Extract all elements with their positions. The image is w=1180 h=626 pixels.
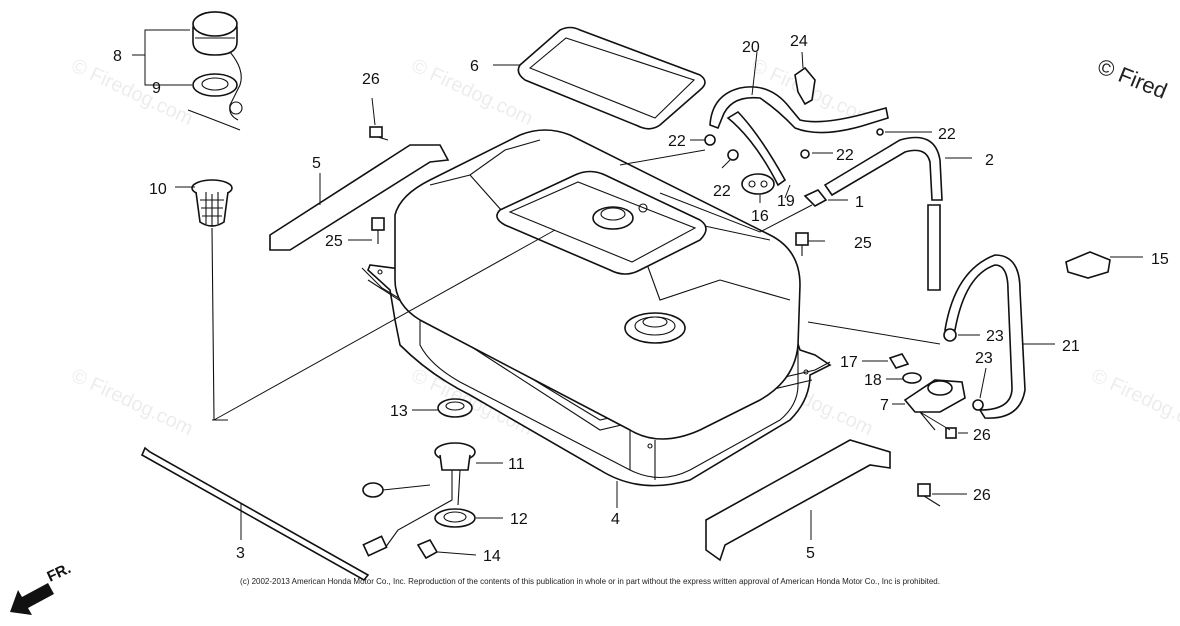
clip-22	[876, 128, 884, 136]
tank-strap-upper	[269, 144, 450, 251]
seal-12	[434, 508, 476, 528]
callout-8: 8	[113, 48, 122, 65]
clip-14	[416, 538, 439, 560]
vent-hose-2	[823, 136, 943, 201]
bracket-24	[794, 66, 816, 106]
callout-labels: 8 9 10 6 5 26 25 25 20 24 22 22 22 22 2 …	[113, 33, 1169, 565]
watermark-text: © Firedog.com	[1088, 365, 1180, 440]
callout-21: 21	[1062, 338, 1080, 355]
callout-20: 20	[742, 39, 760, 56]
callout-11: 11	[508, 456, 525, 473]
callout-26: 26	[973, 487, 991, 504]
callout-25: 25	[854, 235, 872, 252]
callout-23: 23	[986, 328, 1004, 345]
callout-10: 10	[149, 181, 167, 198]
callout-15: 15	[1151, 251, 1169, 268]
o-ring-13	[437, 398, 473, 418]
callout-25: 25	[325, 233, 343, 250]
callout-23: 23	[975, 350, 993, 367]
bolt-25	[371, 217, 385, 244]
fuel-sender-11	[362, 442, 476, 557]
bolt-17	[888, 353, 910, 369]
callout-6: 6	[470, 58, 479, 75]
fuel-cap	[192, 11, 243, 121]
callout-17: 17	[840, 354, 858, 371]
direction-label: FR.	[45, 560, 74, 586]
clip-22	[704, 134, 716, 146]
clip-15	[1065, 251, 1111, 279]
callout-12: 12	[510, 511, 528, 528]
callout-2: 2	[985, 152, 994, 169]
callout-14: 14	[483, 548, 501, 565]
callout-13: 13	[390, 403, 408, 420]
fuel-strainer	[191, 179, 233, 421]
callout-9: 9	[152, 80, 161, 97]
callout-1: 1	[855, 194, 864, 211]
callout-5: 5	[806, 545, 815, 562]
gasket-6	[517, 26, 706, 130]
callout-7: 7	[880, 397, 889, 414]
fuel-tank	[361, 129, 832, 487]
vent-hose-20	[709, 86, 889, 187]
callout-19: 19	[777, 193, 795, 210]
watermark-text: © Firedog.com	[68, 55, 196, 130]
fuel-valve-7	[903, 379, 966, 431]
clip-23	[972, 399, 984, 411]
cap-gasket	[187, 73, 241, 131]
callout-3: 3	[236, 545, 245, 562]
callout-26: 26	[362, 71, 380, 88]
bolt-26	[369, 126, 389, 141]
callout-26: 26	[973, 427, 991, 444]
clip-1	[803, 189, 828, 207]
bolt-26	[917, 483, 941, 507]
watermark-text: © Firedog.com	[68, 365, 196, 440]
washer-18	[902, 372, 922, 384]
callout-16: 16	[751, 208, 769, 225]
callout-22: 22	[713, 183, 731, 200]
fuel-gauge-rod	[140, 446, 370, 582]
front-direction-indicator: FR.	[10, 560, 74, 615]
hose-clamp-16	[741, 173, 775, 195]
callout-22: 22	[836, 147, 854, 164]
bolt-25	[795, 232, 809, 256]
clip-22	[800, 149, 810, 159]
watermark-corner: © Fired	[1094, 53, 1171, 103]
clip-23	[943, 328, 957, 342]
hose-segment	[927, 204, 941, 291]
callout-24: 24	[790, 33, 808, 50]
callout-18: 18	[864, 372, 882, 389]
callout-22: 22	[938, 126, 956, 143]
callout-22: 22	[668, 133, 686, 150]
callout-4: 4	[611, 511, 620, 528]
arrow-icon	[10, 583, 54, 615]
tank-strap-lower	[705, 439, 891, 562]
clip-22	[727, 149, 739, 161]
bolt-26	[945, 427, 957, 439]
leader-lines	[132, 29, 1143, 556]
copyright-notice: (c) 2002-2013 American Honda Motor Co., …	[240, 577, 940, 586]
callout-5: 5	[312, 155, 321, 172]
